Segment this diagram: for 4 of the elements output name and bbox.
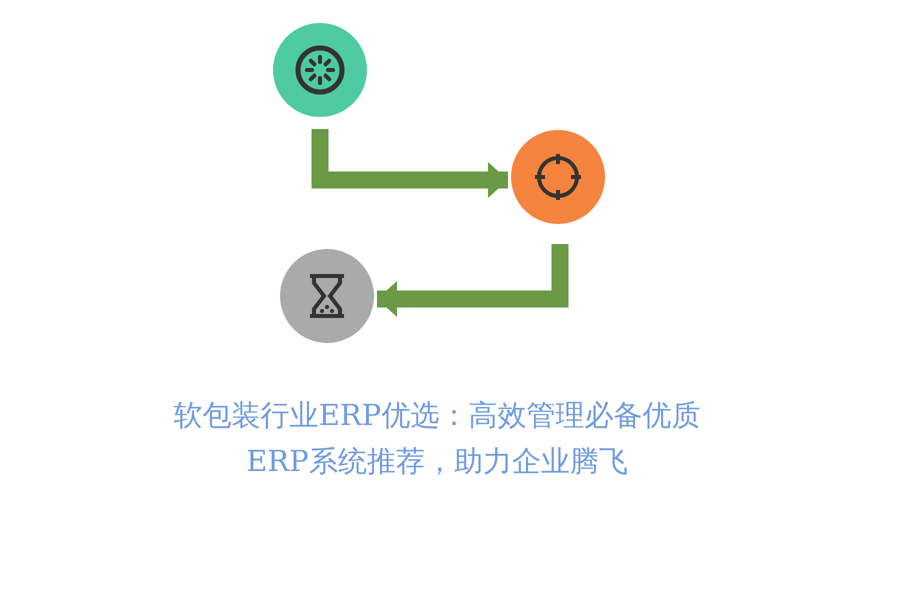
title: 软包装行业ERP优选：高效管理必备优质ERP系统推荐，助力企业腾飞 <box>172 397 702 480</box>
icon-circle <box>280 249 374 343</box>
icon-circle <box>273 23 367 117</box>
icon-circle <box>511 130 605 224</box>
